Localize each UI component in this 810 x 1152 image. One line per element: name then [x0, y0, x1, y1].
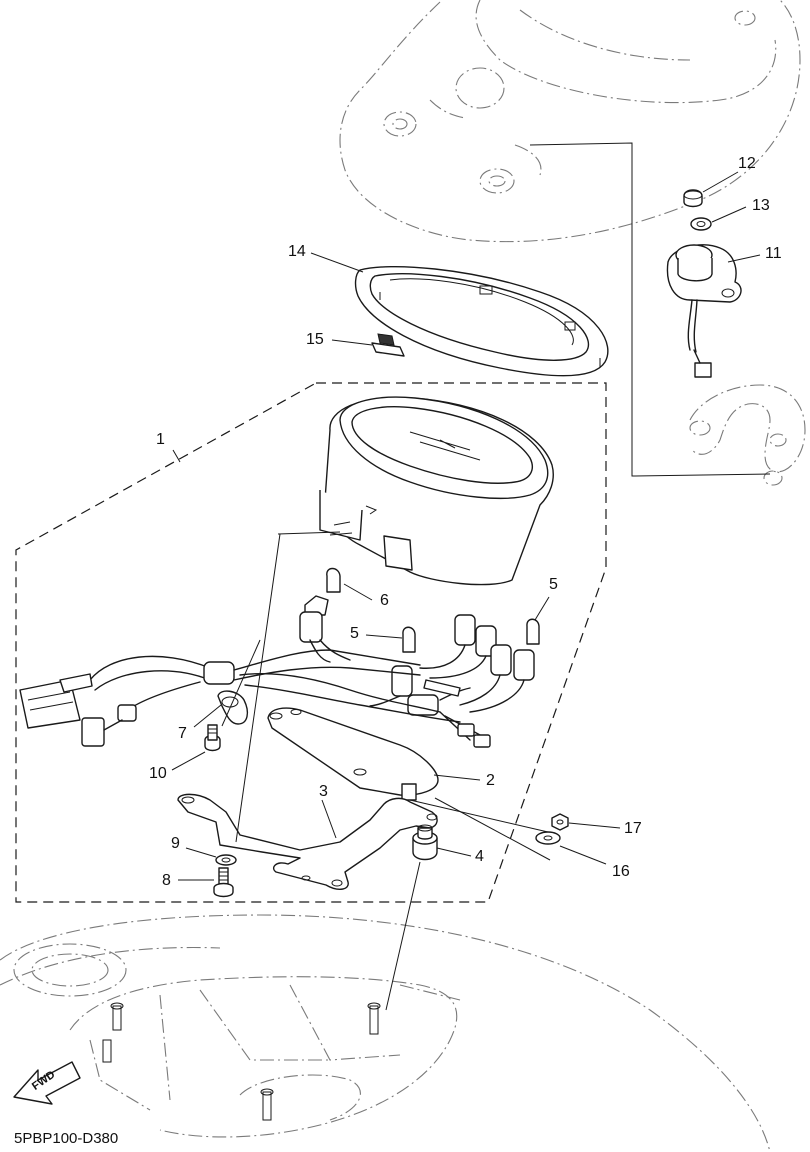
bulb-part-5-right [526, 618, 540, 645]
forward-arrow-icon [13, 1061, 81, 1105]
bulb-part-6 [326, 567, 341, 593]
assembly-1-outline [15, 382, 607, 903]
callout-13: 13 [752, 197, 770, 214]
callout-1: 1 [156, 431, 165, 448]
callout-10: 10 [149, 765, 167, 782]
screw-part-10 [204, 724, 221, 752]
bezel-ring-part-14 [354, 265, 609, 377]
switch-part-11 [666, 244, 742, 378]
upper-cover-ghost [339, 0, 801, 243]
bulb-sockets [299, 595, 535, 716]
callout-17: 17 [624, 820, 642, 837]
guide-line-horn [529, 142, 771, 477]
tank-studs [102, 1002, 381, 1121]
right-bracket-ghost [689, 384, 806, 486]
clip-part-15 [371, 333, 405, 357]
callout-14: 14 [288, 243, 306, 260]
clamp-part-7 [217, 690, 249, 725]
washer-part-9 [215, 854, 237, 866]
nut-part-17 [551, 813, 569, 831]
bracket-part-3 [177, 793, 438, 890]
callout-9: 9 [171, 835, 180, 852]
callout-7: 7 [178, 725, 187, 742]
callout-5-left: 5 [350, 625, 359, 642]
harness-coupler [19, 673, 123, 747]
grommet-part-4 [412, 824, 438, 861]
assembly-guide-lines [221, 531, 551, 1011]
meter-assembly-part-1 [319, 396, 554, 586]
screw-part-12 [683, 189, 703, 208]
screw-part-8 [213, 867, 234, 898]
washer-part-13 [690, 217, 712, 231]
callout-16: 16 [612, 863, 630, 880]
bulb-part-5-left [402, 626, 416, 653]
callout-15: 15 [306, 331, 324, 348]
callout-leaders [171, 171, 761, 881]
wire-harness [89, 639, 525, 748]
callout-8: 8 [162, 872, 171, 889]
lower-tank-ghost [0, 914, 771, 1152]
callout-4: 4 [475, 848, 484, 865]
callout-3: 3 [319, 783, 328, 800]
callout-2: 2 [486, 772, 495, 789]
washer-part-16 [535, 831, 561, 845]
plate-part-2 [267, 707, 439, 801]
callout-6: 6 [380, 592, 389, 609]
callout-5-right: 5 [549, 576, 558, 593]
callout-11: 11 [765, 245, 782, 262]
callout-12: 12 [738, 155, 756, 172]
drawing-code: 5PBP100-D380 [14, 1130, 119, 1147]
